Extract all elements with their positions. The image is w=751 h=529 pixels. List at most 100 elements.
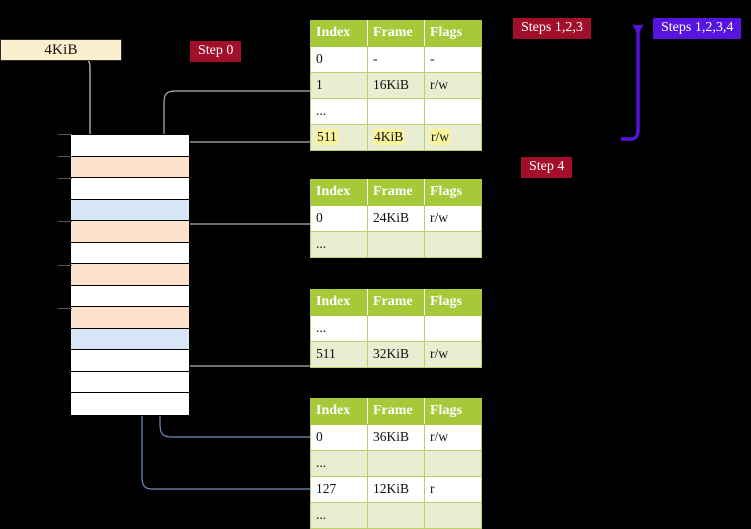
cell-index: ... bbox=[310, 502, 368, 529]
cell-frame: 36KiB bbox=[367, 424, 425, 451]
cell-flags bbox=[424, 231, 482, 258]
badge-steps-123: Steps 1,2,3 bbox=[513, 18, 591, 39]
table-header-row: Index Frame Flags bbox=[310, 398, 482, 425]
cell-flags bbox=[424, 450, 482, 477]
cell-frame bbox=[367, 98, 425, 125]
memory-tick bbox=[58, 178, 72, 179]
memory-frame-row bbox=[71, 393, 189, 415]
page-table-level-3: Index Frame Flags ... 511 32KiB r/w bbox=[310, 289, 482, 368]
size-label-text: 4KiB bbox=[44, 41, 78, 58]
table-row: ... bbox=[310, 231, 482, 258]
memory-frame-row bbox=[71, 264, 189, 286]
memory-frame-row bbox=[71, 156, 189, 179]
column-header-flags: Flags bbox=[424, 289, 482, 316]
wire-table1-row511-to-memory bbox=[178, 141, 311, 154]
column-header-frame: Frame bbox=[367, 398, 425, 425]
cell-flags: r bbox=[424, 476, 482, 503]
cell-index: 0 bbox=[310, 46, 368, 73]
badge-step-0: Step 0 bbox=[190, 41, 242, 62]
table-row: 0 - - bbox=[310, 46, 482, 73]
table-row: ... bbox=[310, 450, 482, 477]
cell-index-value: 511 bbox=[316, 129, 338, 145]
wire-steps-loop-violet bbox=[621, 23, 644, 141]
page-table-level-4: Index Frame Flags 0 36KiB r/w ... 127 12… bbox=[310, 398, 482, 529]
page-table-level-2: Index Frame Flags 0 24KiB r/w ... bbox=[310, 179, 482, 258]
table-row: 0 24KiB r/w bbox=[310, 205, 482, 232]
cell-index: 0 bbox=[310, 424, 368, 451]
cell-frame bbox=[367, 450, 425, 477]
cell-flags: r/w bbox=[424, 124, 482, 151]
table-row: 1 16KiB r/w bbox=[310, 72, 482, 99]
memory-frame-row bbox=[71, 350, 189, 372]
cell-frame: - bbox=[367, 46, 425, 73]
cell-flags: r/w bbox=[424, 72, 482, 99]
memory-frame-row bbox=[71, 307, 189, 329]
memory-tick bbox=[58, 265, 72, 266]
column-header-flags: Flags bbox=[424, 20, 482, 47]
memory-tick bbox=[58, 134, 72, 135]
memory-column bbox=[70, 134, 190, 416]
memory-frame-row bbox=[71, 242, 189, 265]
cell-index: 0 bbox=[310, 205, 368, 232]
cell-flags: r/w bbox=[424, 424, 482, 451]
cell-index: ... bbox=[310, 98, 368, 125]
badge-steps-123-label: Steps 1,2,3 bbox=[521, 20, 583, 35]
memory-frame-row bbox=[71, 221, 189, 243]
table-row: 0 36KiB r/w bbox=[310, 424, 482, 451]
wire-memory-to-table3 bbox=[178, 312, 311, 367]
cell-frame-value: 4KiB bbox=[373, 129, 405, 145]
cell-frame bbox=[367, 231, 425, 258]
cell-frame: 4KiB bbox=[367, 124, 425, 151]
cell-flags bbox=[424, 315, 482, 342]
column-header-flags: Flags bbox=[424, 398, 482, 425]
cell-index: ... bbox=[310, 450, 368, 477]
badge-steps-1234: Steps 1,2,3,4 bbox=[653, 18, 742, 39]
memory-tick bbox=[58, 156, 72, 157]
cell-flags bbox=[424, 98, 482, 125]
cell-frame bbox=[367, 502, 425, 529]
column-header-index: Index bbox=[310, 398, 368, 425]
badge-steps-1234-label: Steps 1,2,3,4 bbox=[661, 20, 734, 35]
table-row: 511 32KiB r/w bbox=[310, 341, 482, 368]
memory-frame-row bbox=[71, 285, 189, 308]
memory-tick bbox=[58, 308, 72, 309]
table-header-row: Index Frame Flags bbox=[310, 20, 482, 47]
cell-index: ... bbox=[310, 315, 368, 342]
cell-flags bbox=[424, 502, 482, 529]
column-header-frame: Frame bbox=[367, 20, 425, 47]
memory-tick bbox=[58, 221, 72, 222]
column-header-flags: Flags bbox=[424, 179, 482, 206]
table-header-row: Index Frame Flags bbox=[310, 179, 482, 206]
cell-frame: 24KiB bbox=[367, 205, 425, 232]
cell-frame: 12KiB bbox=[367, 476, 425, 503]
cell-flags: r/w bbox=[424, 205, 482, 232]
cell-frame: 16KiB bbox=[367, 72, 425, 99]
table-row: ... bbox=[310, 98, 482, 125]
memory-frame-row bbox=[71, 328, 189, 351]
column-header-index: Index bbox=[310, 20, 368, 47]
table-row-highlighted: 511 4KiB r/w bbox=[310, 124, 482, 151]
column-header-frame: Frame bbox=[367, 179, 425, 206]
cell-flags-value: r/w bbox=[430, 129, 450, 145]
table-row: 127 12KiB r bbox=[310, 476, 482, 503]
column-header-index: Index bbox=[310, 179, 368, 206]
badge-step-4-label: Step 4 bbox=[529, 159, 565, 174]
badge-step-4: Step 4 bbox=[521, 157, 573, 178]
cell-flags: r/w bbox=[424, 341, 482, 368]
table-header-row: Index Frame Flags bbox=[310, 289, 482, 316]
memory-frame-row bbox=[71, 178, 189, 200]
cell-index: 511 bbox=[310, 341, 368, 368]
memory-frame-row bbox=[71, 135, 189, 157]
cell-index: 1 bbox=[310, 72, 368, 99]
memory-frame-row bbox=[71, 371, 189, 394]
cell-index: 511 bbox=[310, 124, 368, 151]
cell-frame: 32KiB bbox=[367, 341, 425, 368]
cell-flags: - bbox=[424, 46, 482, 73]
column-header-index: Index bbox=[310, 289, 368, 316]
table-row: ... bbox=[310, 502, 482, 529]
badge-step-0-label: Step 0 bbox=[198, 43, 234, 58]
column-header-frame: Frame bbox=[367, 289, 425, 316]
table-row: ... bbox=[310, 315, 482, 342]
memory-frame-row bbox=[71, 199, 189, 222]
